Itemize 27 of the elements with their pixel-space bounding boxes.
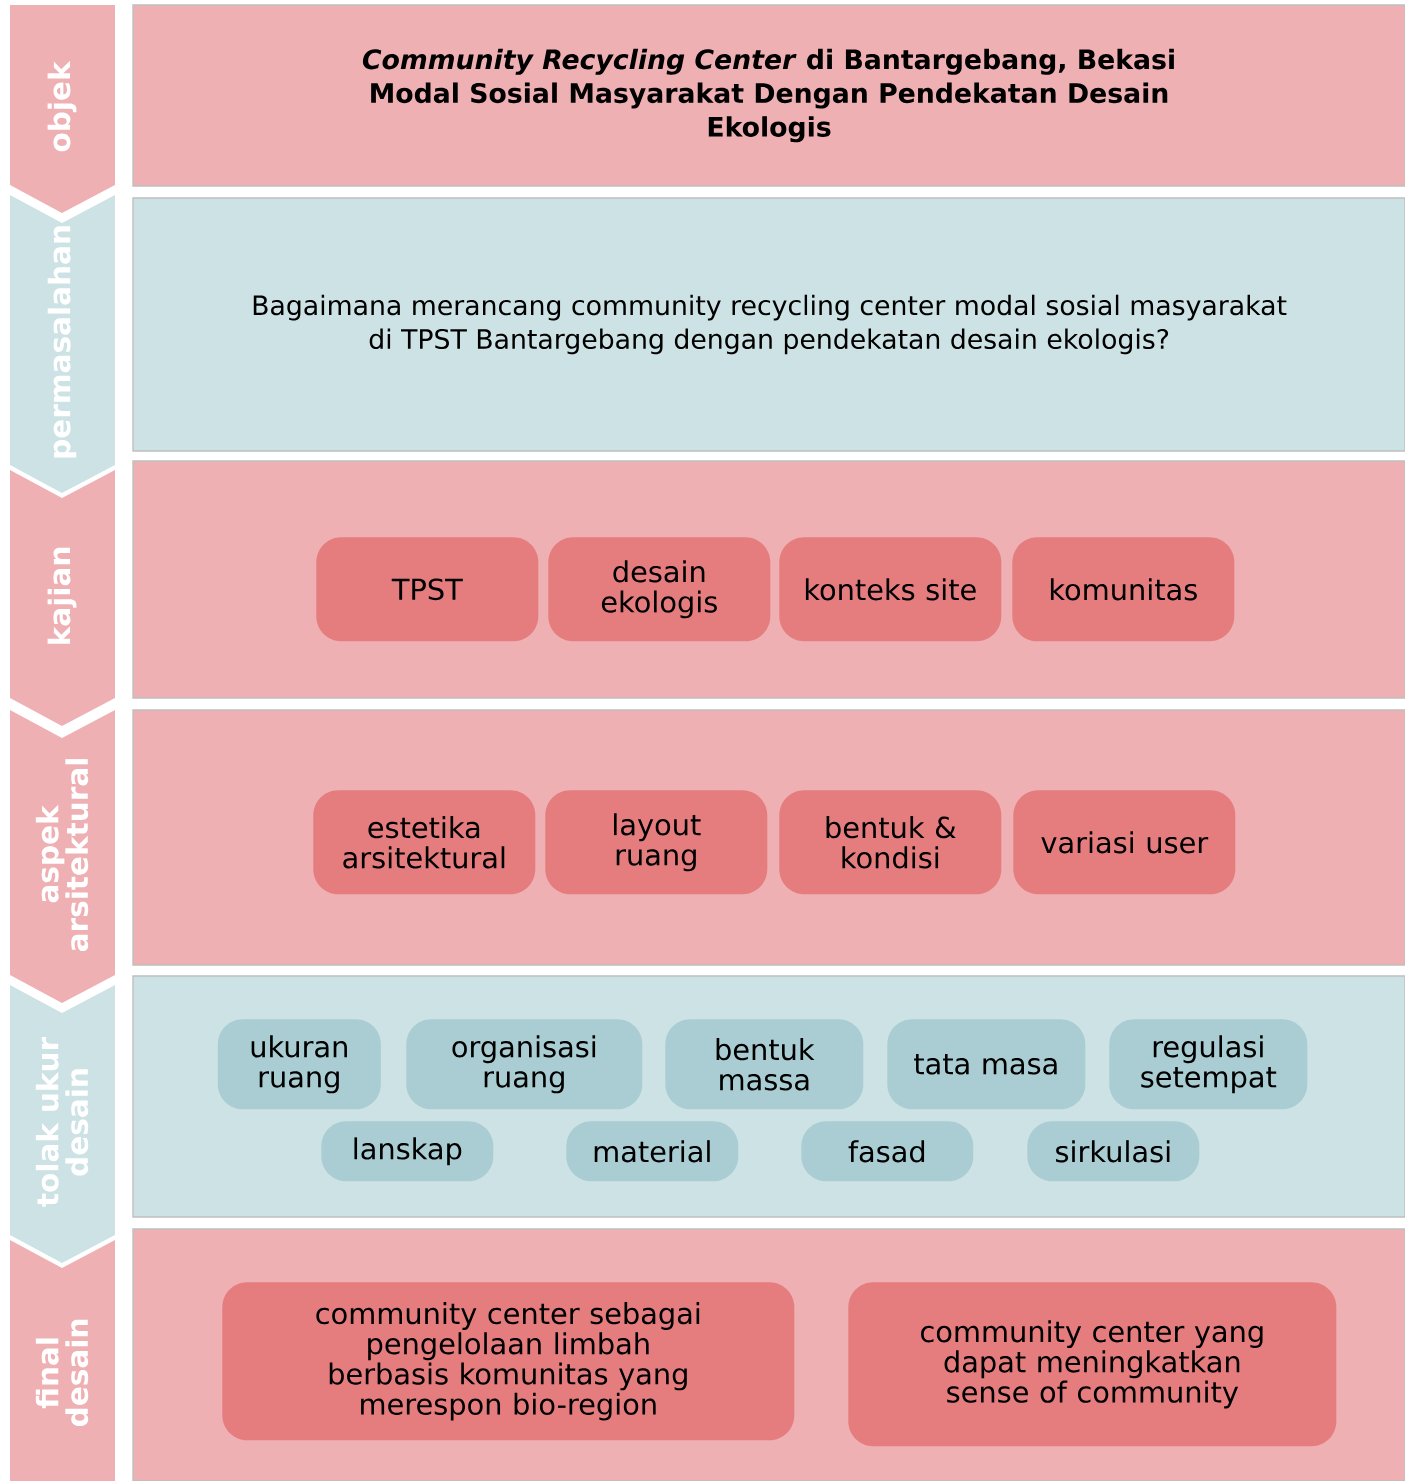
rounded-box: bentuk & kondisi (779, 790, 1002, 895)
rounded-box: sirkulasi (1027, 1121, 1200, 1182)
chevron-band: final desain (10, 1240, 115, 1481)
rounded-box: estetika arsitektural (313, 790, 536, 895)
rounded-box: TPST (316, 537, 539, 642)
title-panel: Community Recycling Center di Bantargebang, Bekasi Modal Sosial Masyarakat Dengan Pendekatan Desain Ekologis (132, 4, 1405, 187)
rounded-box: komunitas (1012, 537, 1235, 642)
rounded-box: lanskap (321, 1121, 494, 1182)
rounded-box: desain ekologis (548, 537, 771, 642)
rounded-box: material (566, 1121, 739, 1182)
rounded-box: regulasi setempat (1109, 1019, 1308, 1110)
chevron-band: kajian (10, 470, 115, 726)
question-panel: Bagaimana merancang community recycling center modal sosial masyarakat di TPST Bantargebang dengan pendekatan desain ekologis? (132, 197, 1405, 452)
rounded-box: konteks site (779, 537, 1002, 642)
node-label: kajian (47, 547, 77, 644)
rounded-box: organisasi ruang (406, 1019, 643, 1110)
rounded-box: layout ruang (545, 790, 768, 895)
rounded-box: community center sebagai pengelolaan limbah berbasis komunitas yang merespon bio-region (222, 1282, 795, 1441)
rounded-box: fasad (801, 1121, 974, 1182)
rounded-box: community center yang dapat meningkatkan sense of community (848, 1282, 1337, 1447)
chevron-band: aspek arsitektural (10, 710, 115, 1003)
node-label: aspek arsitektural (35, 759, 89, 952)
rounded-box: tata masa (887, 1019, 1086, 1110)
rounded-box: bentuk massa (665, 1019, 864, 1110)
chevron-band: objek (10, 5, 115, 213)
rounded-box: ukuran ruang (217, 1019, 381, 1110)
rounded-box: variasi user (1013, 790, 1236, 895)
